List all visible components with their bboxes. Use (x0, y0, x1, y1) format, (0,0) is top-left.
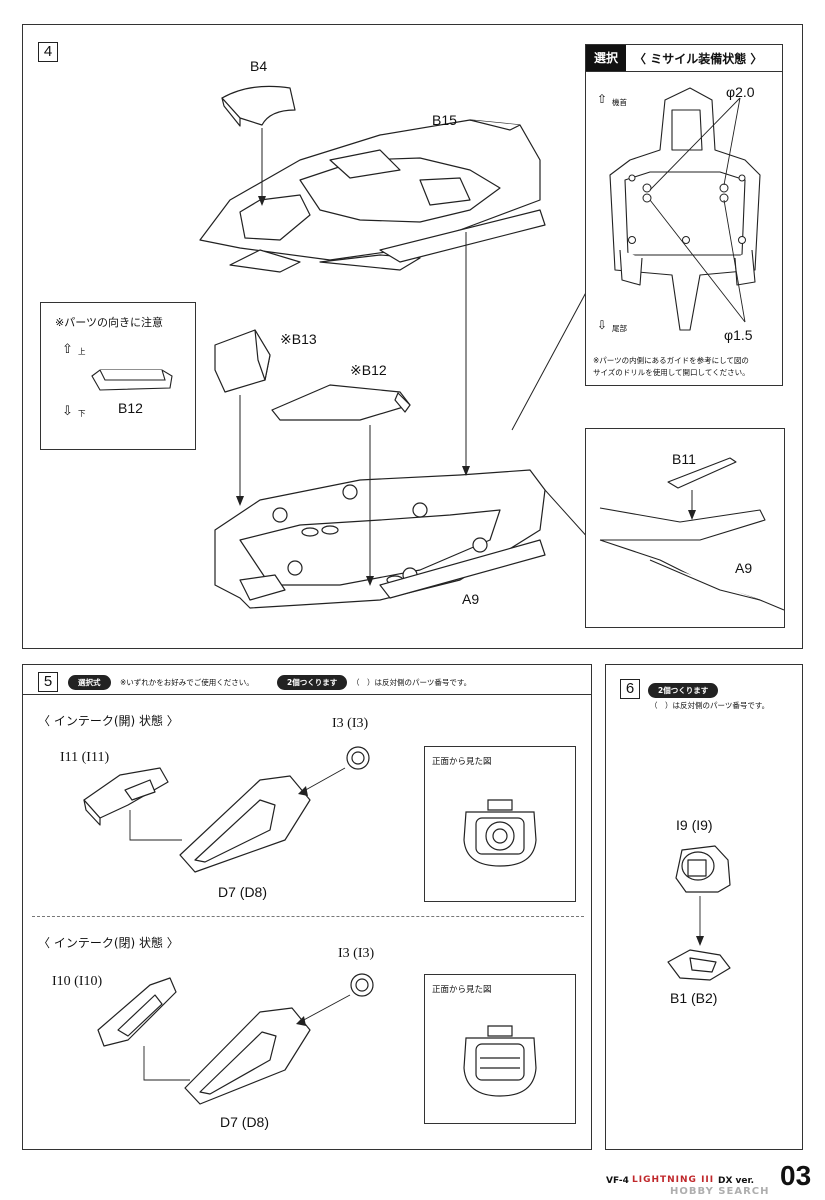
nose-arrow-icon: ⇧ (597, 92, 608, 106)
step6-b1-label: B1 (B2) (670, 990, 718, 1006)
step5-header-rule (23, 694, 591, 695)
step6-panel (605, 664, 803, 1150)
step5-dashed-divider (32, 916, 584, 917)
part-label-b4: B4 (250, 58, 268, 74)
drill-small-label: φ1.5 (724, 327, 753, 343)
down-arrow-icon: ⇩ (62, 404, 73, 419)
step5-select-note: ※いずれかをお好みでご使用ください。 (120, 678, 254, 687)
step6-number: 6 (620, 679, 640, 699)
step6-paren-note: （ ）は反対側のパーツ番号です。 (650, 701, 770, 710)
open-d7-label: D7 (D8) (218, 884, 268, 900)
open-i3-label: I3 (I3) (332, 716, 369, 731)
up-arrow-icon: ⇧ (62, 342, 73, 357)
down-label: 下 (78, 409, 86, 418)
footer-edition: DX ver. (718, 1176, 755, 1186)
footer-brand: LIGHTNING III (632, 1175, 715, 1185)
step4-number: 4 (38, 42, 58, 62)
note-part-b12: B12 (118, 400, 143, 416)
open-state-title: 〈 インテーク(開) 状態 〉 (38, 714, 179, 728)
part-label-b15: B15 (432, 112, 457, 128)
nose-label: 機首 (612, 98, 627, 107)
drill-large-label: φ2.0 (726, 84, 755, 100)
open-front-view-label: 正面から見た図 (432, 757, 492, 767)
step5-number: 5 (38, 672, 58, 692)
part-label-b12: ※B12 (350, 362, 387, 378)
closed-i10-label: I10 (I10) (52, 974, 103, 989)
part-label-b13: ※B13 (280, 331, 317, 347)
step5-paren-note: （ ）は反対側のパーツ番号です。 (352, 678, 472, 687)
closed-i3-label: I3 (I3) (338, 946, 375, 961)
detail-a9-label: A9 (735, 560, 753, 576)
footer-model: VF-4 (606, 1176, 629, 1186)
footer-watermark: HOBBY SEARCH (670, 1186, 770, 1197)
footer-page-number: 03 (780, 1160, 812, 1191)
select-tag: 選択 (586, 45, 627, 71)
tail-label: 尾部 (612, 324, 627, 333)
closed-d7-label: D7 (D8) (220, 1114, 270, 1130)
closed-front-view-label: 正面から見た図 (432, 985, 492, 995)
step6-make-two-pill: 2個つくります (648, 683, 719, 698)
select-title: 〈 ミサイル装備状態 〉 (634, 51, 763, 66)
up-label: 上 (78, 347, 86, 356)
part-label-a9: A9 (462, 591, 480, 607)
select-header-rule (586, 71, 782, 72)
orientation-note-title: ※パーツの向きに注意 (55, 316, 163, 329)
tail-arrow-icon: ⇩ (597, 318, 608, 332)
missile-select-header: 選択 〈 ミサイル装備状態 〉 (586, 45, 762, 71)
step5-make-two-pill: 2個つくります (277, 675, 348, 690)
detail-b11-label: B11 (672, 451, 696, 467)
step6-i9-label: I9 (I9) (676, 817, 713, 833)
drill-note-line1: ※パーツの内側にあるガイドを参考にして図の (593, 356, 749, 365)
open-i11-label: I11 (I11) (60, 750, 110, 765)
closed-state-title: 〈 インテーク(閉) 状態 〉 (38, 936, 179, 950)
step5-select-pill: 選択式 (68, 675, 111, 690)
drill-note-line2: サイズのドリルを使用して開口してください。 (593, 368, 750, 377)
